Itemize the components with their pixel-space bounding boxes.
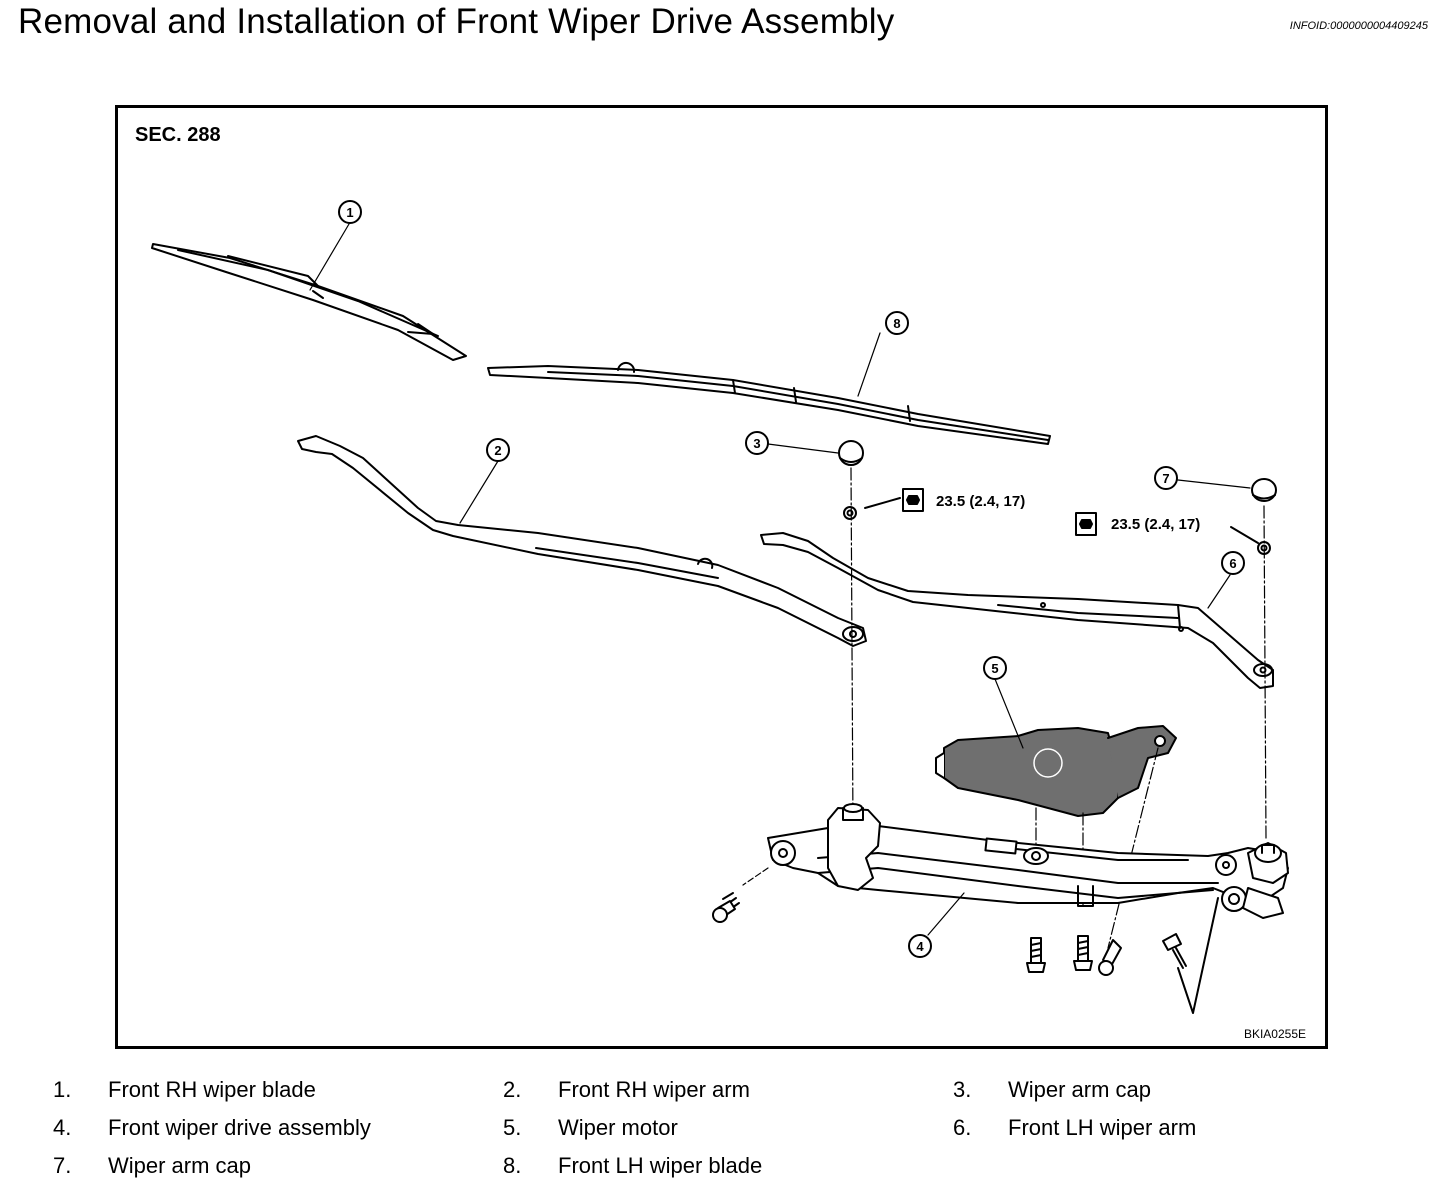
- callout-1: 1: [338, 200, 362, 224]
- rh-pivot-centerline: [850, 467, 854, 829]
- callout-leaders: [309, 223, 1251, 936]
- wiper-motor: [935, 725, 1177, 949]
- mounting-bolt-3: [1098, 939, 1122, 976]
- wiper-arm-cap-rh: [838, 440, 864, 466]
- bolt-indicator-arrows: [1177, 897, 1219, 1014]
- section-label: SEC. 288: [135, 124, 221, 146]
- mounting-bolt-1: [1026, 937, 1046, 973]
- mounting-bolt-2: [1073, 935, 1093, 971]
- svg-text:7: 7: [1162, 471, 1169, 486]
- front-rh-wiper-blade: [151, 243, 467, 361]
- wiper-diagram-figure: SEC. 288 BKIA0255E: [115, 105, 1328, 1049]
- callout-7: 7: [1154, 466, 1178, 490]
- callout-3: 3: [745, 431, 769, 455]
- svg-text:5: 5: [991, 661, 998, 676]
- torque-spec-rh: 23.5 (2.4, 17): [864, 488, 1025, 512]
- front-lh-wiper-blade: [487, 361, 1051, 445]
- svg-text:6: 6: [1229, 556, 1236, 571]
- torque-spec-lh: 23.5 (2.4, 17): [1075, 512, 1259, 544]
- lh-pivot-centerline: [1263, 505, 1267, 839]
- rh-pivot-nut: [843, 506, 857, 520]
- callout-6: 6: [1221, 551, 1245, 575]
- front-rh-wiper-arm: [297, 435, 867, 647]
- svg-text:1: 1: [346, 205, 353, 220]
- torque-value-rh: 23.5 (2.4, 17): [936, 493, 1025, 510]
- svg-text:3: 3: [753, 436, 760, 451]
- svg-text:2: 2: [494, 443, 501, 458]
- callout-8: 8: [885, 311, 909, 335]
- figure-code: BKIA0255E: [1244, 1027, 1306, 1041]
- info-id: INFOID:0000000004409245: [1289, 20, 1428, 32]
- mounting-bolt-4: [1162, 933, 1187, 969]
- svg-text:8: 8: [893, 316, 900, 331]
- wiper-arm-cap-lh: [1251, 478, 1277, 502]
- front-wiper-drive-assembly: [767, 803, 1289, 919]
- torque-wrench-nut-icon: [906, 495, 920, 505]
- page-title: Removal and Installation of Front Wiper …: [18, 2, 895, 41]
- mounting-bolt-left: [712, 867, 769, 923]
- torque-wrench-nut-icon: [1079, 519, 1093, 529]
- wiper-diagram: SEC. 288 BKIA0255E: [135, 124, 1306, 1041]
- torque-value-lh: 23.5 (2.4, 17): [1111, 516, 1200, 533]
- callout-4: 4: [908, 934, 932, 958]
- svg-text:4: 4: [916, 939, 924, 954]
- front-lh-wiper-arm: [760, 532, 1274, 689]
- callout-2: 2: [486, 438, 510, 462]
- callout-5: 5: [983, 656, 1007, 680]
